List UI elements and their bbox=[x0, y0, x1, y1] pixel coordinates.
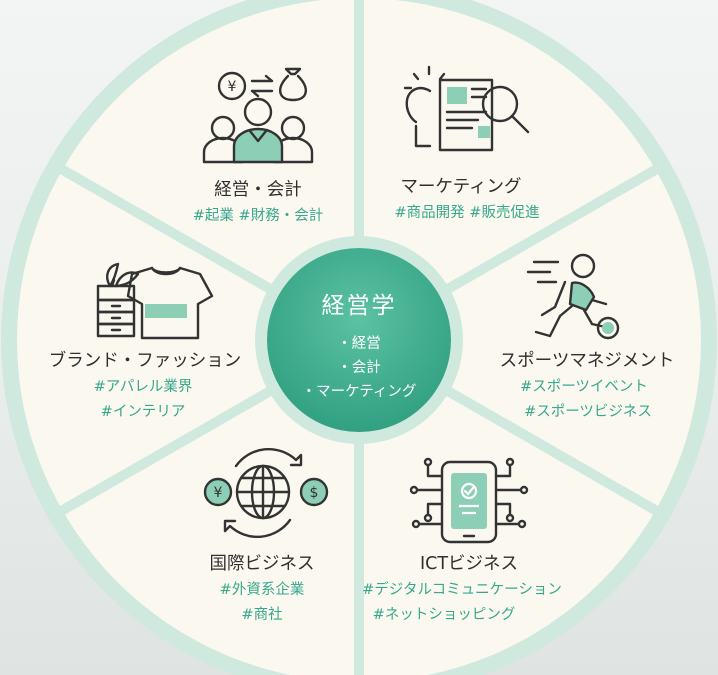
segment-tags-second: #商社 bbox=[241, 606, 282, 623]
globe-currency-icon: ¥ $ bbox=[203, 447, 329, 539]
segment-title: ブランド・ファッション bbox=[49, 350, 242, 371]
smartphone-circuit-icon bbox=[409, 457, 529, 544]
center-hub bbox=[267, 248, 451, 432]
segment-title: ICTビジネス bbox=[420, 554, 518, 574]
idea-research-icon bbox=[403, 65, 530, 152]
dollar-symbol: $ bbox=[310, 485, 319, 501]
apparel-interior-icon bbox=[96, 262, 214, 340]
segment-title: 経営・会計 bbox=[214, 180, 302, 200]
segment-tags: #外資系企業 bbox=[220, 580, 305, 598]
center-item-accounting: ・会計 bbox=[337, 359, 381, 376]
segment-tags-second: #インテリア bbox=[101, 404, 186, 420]
yen-symbol: ¥ bbox=[228, 79, 237, 95]
soccer-player-icon bbox=[526, 253, 620, 340]
segment-international-business: ¥ $ 国際ビジネス #外資系企業 #商社 bbox=[203, 447, 329, 623]
segment-tags: #起業 #財務・会計 bbox=[193, 207, 323, 224]
yen-symbol: ¥ bbox=[214, 485, 223, 501]
segment-title: 国際ビジネス bbox=[210, 554, 315, 574]
segment-title: マーケティング bbox=[400, 177, 521, 197]
center-item-marketing: ・マーケティング bbox=[302, 383, 417, 400]
segment-tags: #スポーツイベント bbox=[520, 378, 648, 395]
segment-tags: #アパレル業界 bbox=[94, 378, 193, 395]
segment-tags-second: #ネットショッピング bbox=[373, 606, 516, 623]
segment-title: スポーツマネジメント bbox=[500, 351, 675, 371]
center-title: 経営学 bbox=[322, 293, 397, 319]
segment-brand-fashion: ブランド・ファッション #アパレル業界 #インテリア bbox=[49, 262, 242, 420]
business-people-money-icon: ¥ bbox=[202, 67, 314, 164]
segment-tags-second: #スポーツビジネス bbox=[524, 403, 652, 420]
segment-ict-business: ICTビジネス #デジタルコミュニケーション #ネットショッピング bbox=[362, 457, 562, 623]
segment-marketing: マーケティング #商品開発 #販売促進 bbox=[395, 65, 540, 221]
segment-sports-management: スポーツマネジメント #スポーツイベント #スポーツビジネス bbox=[500, 253, 675, 420]
segment-tags: #商品開発 #販売促進 bbox=[395, 204, 540, 221]
center-item-management: ・経営 bbox=[337, 335, 381, 352]
segment-management-accounting: ¥ 経営・会計 #起業 #財務・会計 bbox=[193, 67, 323, 224]
segment-tags: #デジタルコミュニケーション bbox=[362, 580, 562, 598]
